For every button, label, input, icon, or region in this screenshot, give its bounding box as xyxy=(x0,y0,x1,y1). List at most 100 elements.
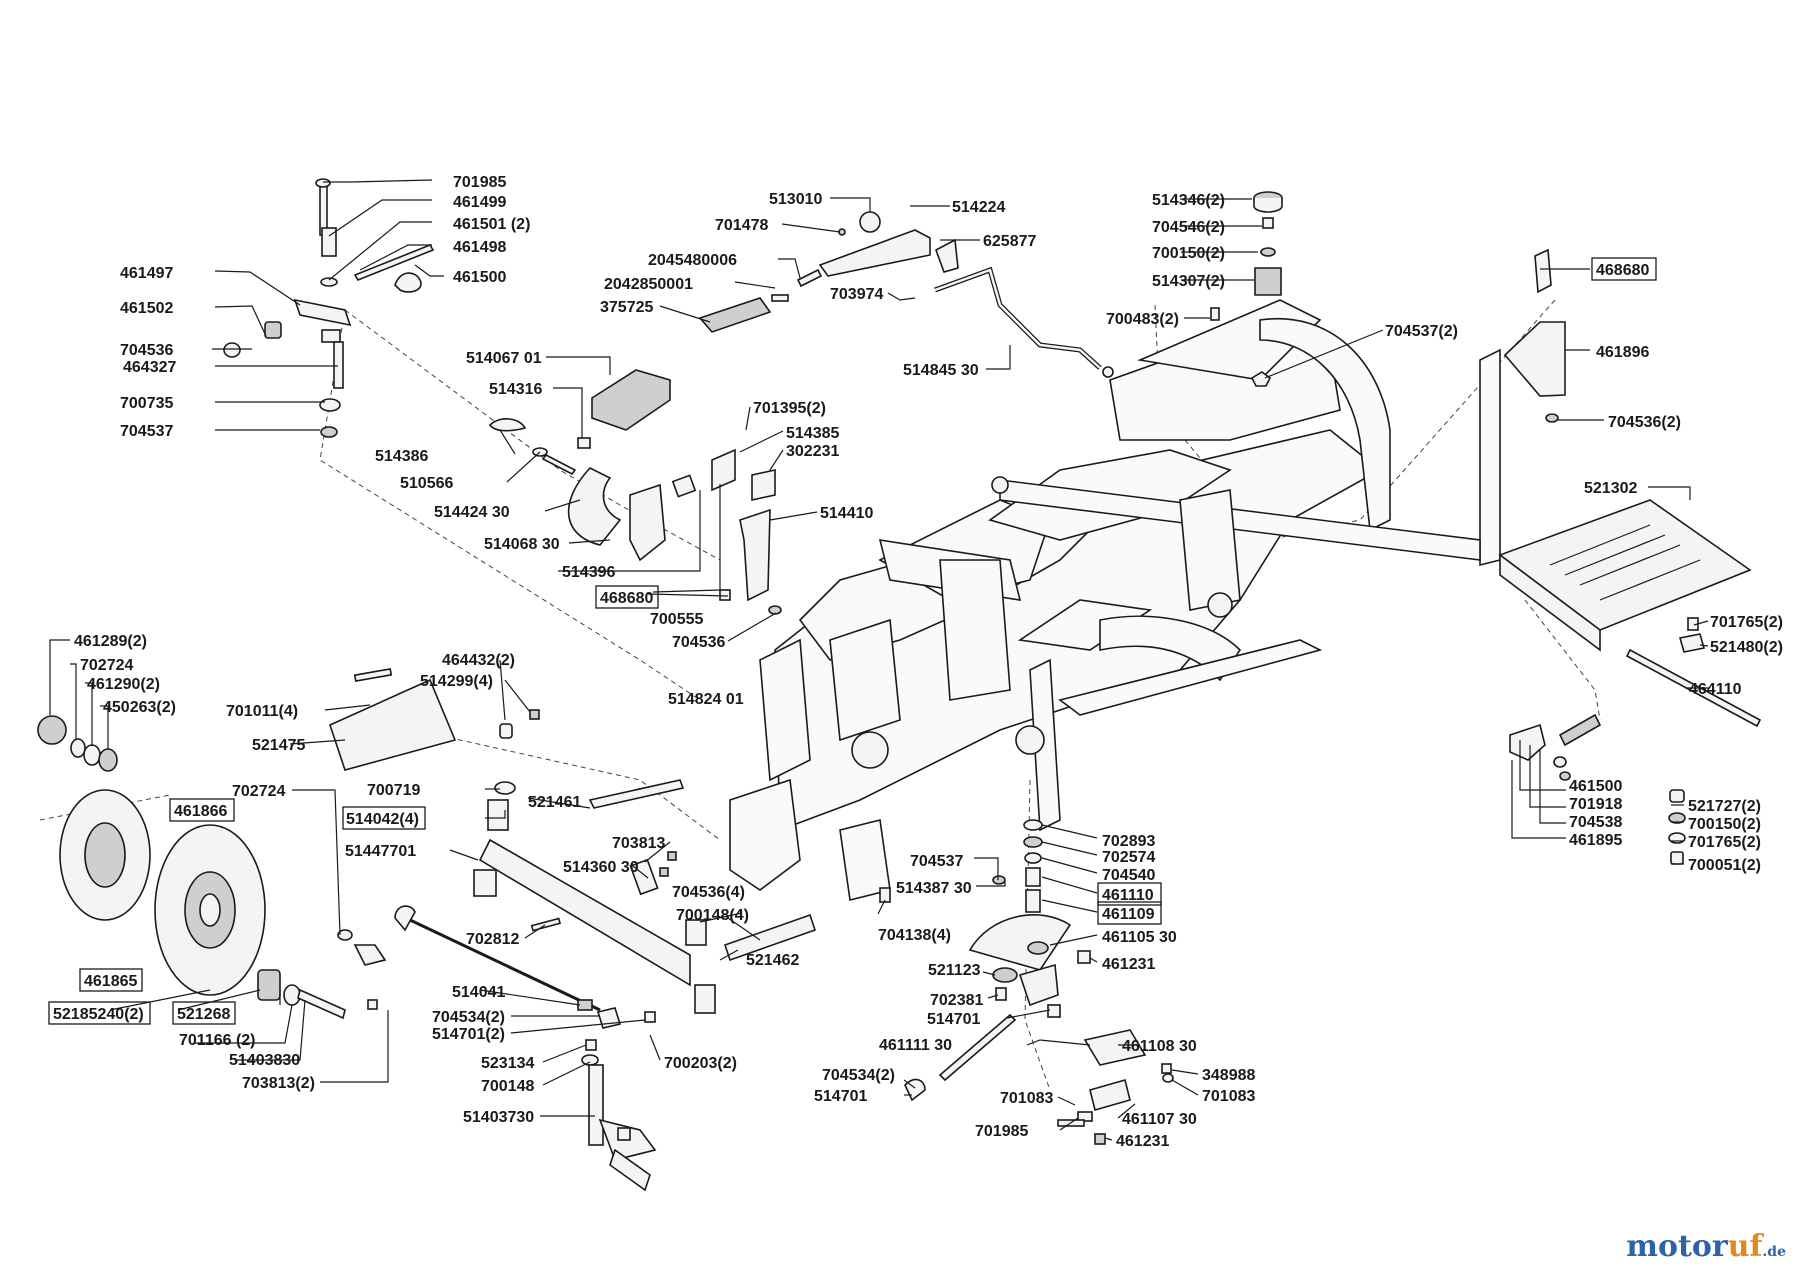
part-label: 702574 xyxy=(1102,849,1155,866)
part-label: 700719 xyxy=(367,782,420,799)
part-label: 704537 xyxy=(910,853,963,870)
part-label: 514396 xyxy=(562,564,615,581)
part-label: 514701 xyxy=(927,1011,980,1028)
steering-parts xyxy=(879,819,1174,1145)
part-label: 514824 01 xyxy=(668,691,744,708)
part-label: 702724 xyxy=(80,657,133,674)
part-label: 464432(2) xyxy=(442,652,515,669)
part-label: 701083 xyxy=(1202,1088,1255,1105)
part-label: 521475 xyxy=(252,737,305,754)
part-label: 701478 xyxy=(715,217,768,234)
part-label: 461105 30 xyxy=(1102,929,1177,946)
part-label: 514042(4) xyxy=(346,811,419,828)
part-label: 521462 xyxy=(746,952,799,969)
part-label: 704537(2) xyxy=(1385,323,1458,340)
part-label: 461501 (2) xyxy=(453,216,530,233)
part-label: 2045480006 xyxy=(648,252,737,269)
part-label: 514224 xyxy=(952,199,1005,216)
chassis-frame xyxy=(729,299,1501,901)
part-label: 514041 xyxy=(452,984,505,1001)
part-label: 701985 xyxy=(975,1123,1028,1140)
part-label: 461497 xyxy=(120,265,173,282)
part-label: 704138(4) xyxy=(878,927,951,944)
watermark-suffix: .de xyxy=(1762,1244,1786,1260)
part-label: 461290(2) xyxy=(87,676,160,693)
part-label: 461499 xyxy=(453,194,506,211)
part-label: 514410 xyxy=(820,505,873,522)
part-label: 701395(2) xyxy=(753,400,826,417)
pedal-linkage-parts xyxy=(223,178,435,438)
seat-spring-parts xyxy=(1210,191,1566,423)
part-label: 302231 xyxy=(786,443,839,460)
part-label: 704536(4) xyxy=(672,884,745,901)
part-label: 468680 xyxy=(1596,262,1649,279)
part-label: 701166 (2) xyxy=(179,1032,256,1049)
part-label: 700148 xyxy=(481,1078,534,1095)
part-label: 468680 xyxy=(600,590,653,607)
part-label: 700051(2) xyxy=(1688,857,1761,874)
part-label: 704536(2) xyxy=(1608,414,1681,431)
part-label: 521727(2) xyxy=(1688,798,1761,815)
part-label: 700735 xyxy=(120,395,173,412)
part-label: 625877 xyxy=(983,233,1036,250)
part-label: 704537 xyxy=(120,423,173,440)
part-label: 702724 xyxy=(232,783,285,800)
part-label: 461896 xyxy=(1596,344,1649,361)
part-label: 514346(2) xyxy=(1152,192,1225,209)
part-label: 702381 xyxy=(930,992,983,1009)
part-label: 521480(2) xyxy=(1710,639,1783,656)
part-label: 461498 xyxy=(453,239,506,256)
label-boxes xyxy=(48,257,1657,1025)
part-label: 523134 xyxy=(481,1055,534,1072)
part-label: 514385 xyxy=(786,425,839,442)
part-label: 514316 xyxy=(489,381,542,398)
part-label: 461865 xyxy=(84,973,137,990)
part-label: 461231 xyxy=(1116,1133,1169,1150)
part-label: 461231 xyxy=(1102,956,1155,973)
part-label: 701765(2) xyxy=(1688,834,1761,851)
part-label: 521302 xyxy=(1584,480,1637,497)
part-label: 461109 xyxy=(1102,906,1155,923)
part-label: 704536 xyxy=(672,634,725,651)
part-label: 375725 xyxy=(600,299,653,316)
part-label: 521268 xyxy=(177,1006,230,1023)
part-label: 704536 xyxy=(120,342,173,359)
part-label: 701011(4) xyxy=(226,703,298,720)
front-axle-parts xyxy=(329,667,817,1192)
part-label: 514701(2) xyxy=(432,1026,505,1043)
footplate-parts xyxy=(1498,499,1762,865)
part-label: 461110 xyxy=(1102,887,1154,904)
part-label: 700555 xyxy=(650,611,703,628)
part-label: 700150(2) xyxy=(1688,816,1761,833)
part-label: 52185240(2) xyxy=(53,1006,144,1023)
part-label: 521461 xyxy=(528,794,581,811)
part-label: 521123 xyxy=(928,962,981,979)
part-label: 450263(2) xyxy=(103,699,176,716)
drive-lever-parts xyxy=(698,211,1114,378)
part-label: 51403830 xyxy=(229,1052,300,1069)
part-label: 464327 xyxy=(123,359,176,376)
part-label: 700203(2) xyxy=(664,1055,737,1072)
part-label: 704538 xyxy=(1569,814,1622,831)
part-label: 701765(2) xyxy=(1710,614,1783,631)
part-label: 514360 30 xyxy=(563,859,639,876)
part-label: 514386 xyxy=(375,448,428,465)
part-label: 461107 30 xyxy=(1122,1111,1197,1128)
part-label: 704540 xyxy=(1102,867,1155,884)
part-label: 703813 xyxy=(612,835,665,852)
part-label: 461502 xyxy=(120,300,173,317)
part-label: 461866 xyxy=(174,803,227,820)
part-label: 461108 30 xyxy=(1122,1038,1197,1055)
part-label: 703974 xyxy=(830,286,883,303)
part-label: 703813(2) xyxy=(242,1075,315,1092)
part-label: 704546(2) xyxy=(1152,219,1225,236)
part-label: 464110 xyxy=(1689,681,1742,698)
part-label: 702893 xyxy=(1102,833,1155,850)
watermark-brand-b: uf xyxy=(1727,1229,1763,1264)
part-label: 704534(2) xyxy=(822,1067,895,1084)
part-label: 514299(4) xyxy=(420,673,493,690)
part-label: 348988 xyxy=(1202,1067,1255,1084)
part-label: 514424 30 xyxy=(434,504,510,521)
front-wheel-parts xyxy=(37,715,387,1020)
